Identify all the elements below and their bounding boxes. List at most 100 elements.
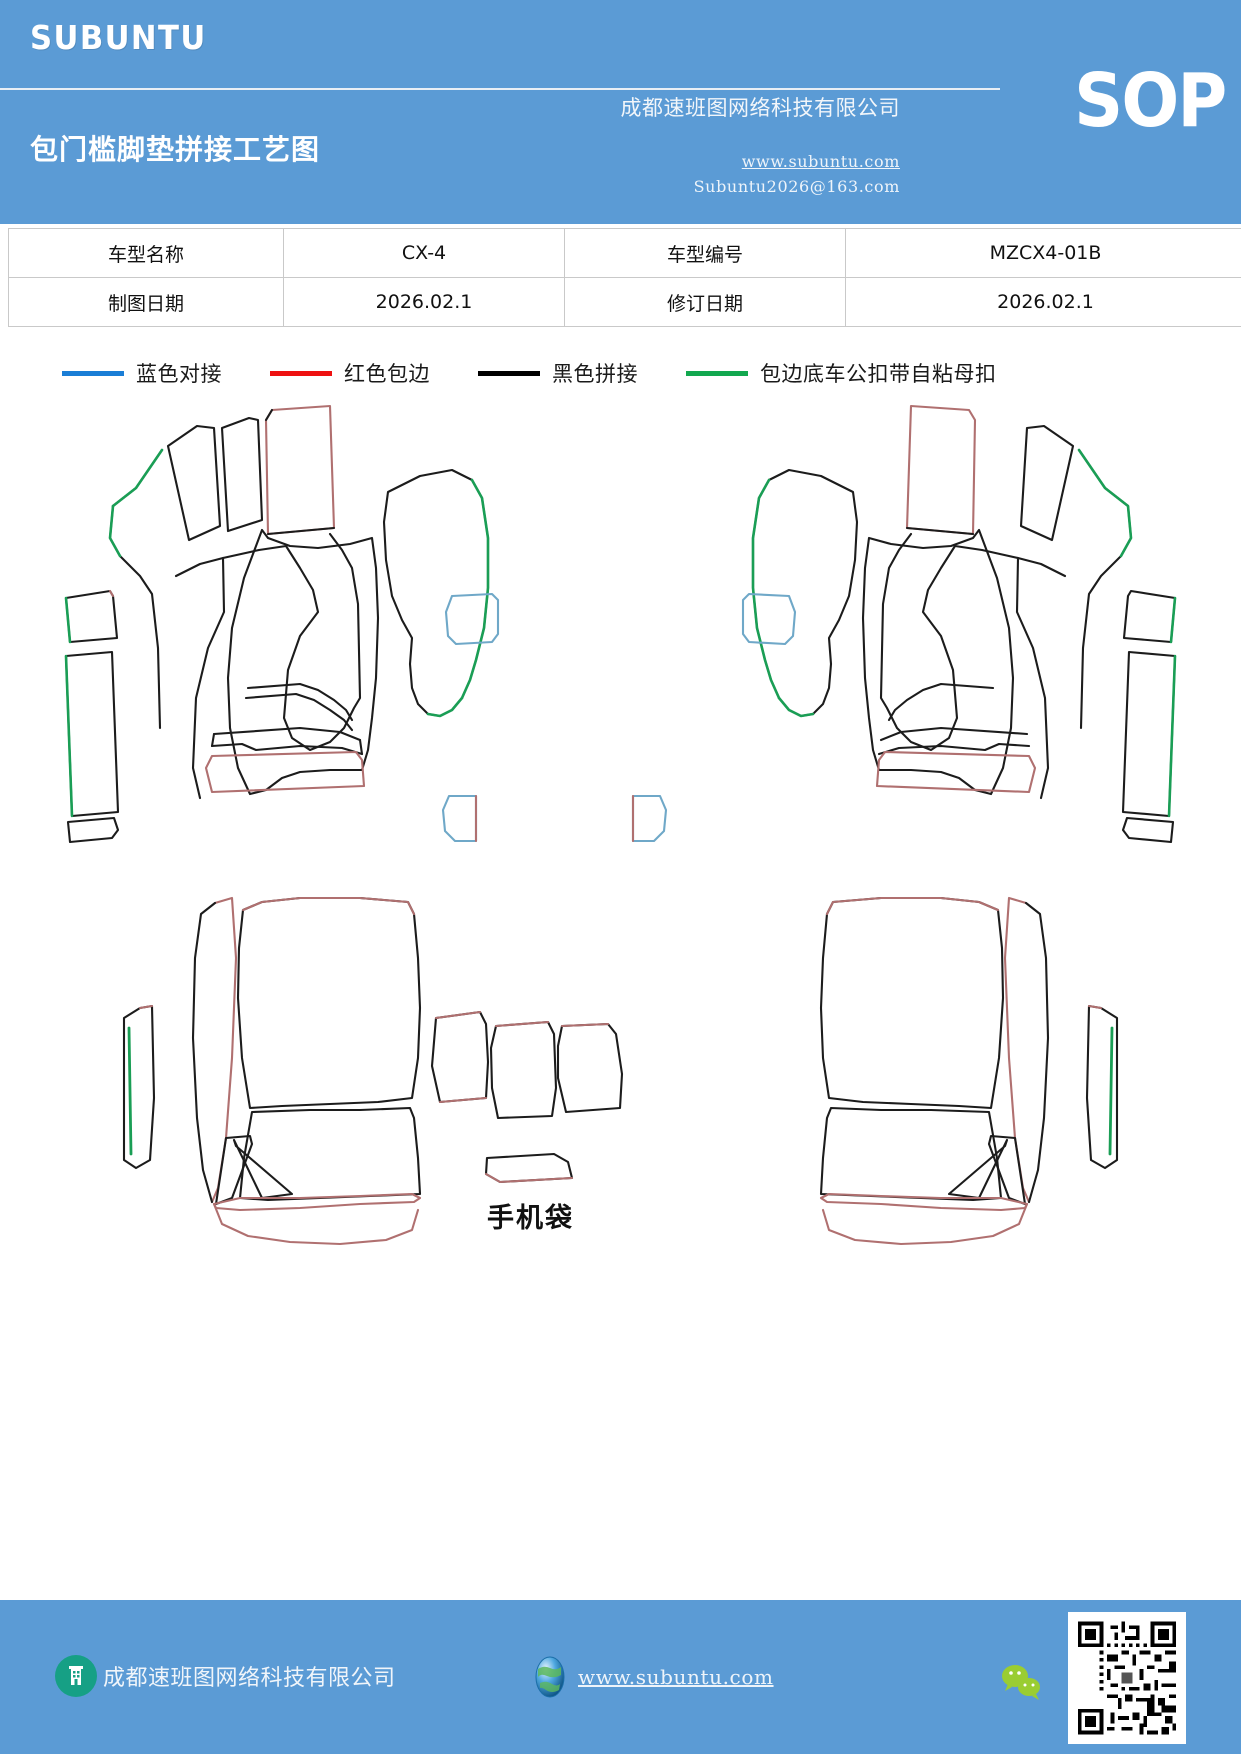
hook-tape-passenger-b [777, 696, 815, 718]
panel-right-flank-outer [1077, 448, 1133, 730]
panel-strip-a [166, 424, 222, 542]
hook-tape-driver-right-b [426, 696, 464, 718]
globe-icon [530, 1655, 570, 1699]
panel-mid-left-upper [221, 532, 362, 752]
rear-center-small-pad-binding [484, 1172, 574, 1184]
hook-tape-small-right [1169, 596, 1177, 644]
pocket-blue-left [444, 592, 500, 646]
rear-center-left-block [430, 1010, 490, 1104]
rear-right-main-mat [819, 896, 1005, 1110]
hook-tape-sill-right [1167, 654, 1177, 818]
cell-revise-date-value: 2026.02.1 [845, 277, 1241, 327]
panel-driver-right-mat [382, 468, 490, 718]
rear-left-wedge [232, 1138, 294, 1200]
legend-swatch-red-icon [270, 370, 332, 376]
legend-item-green: 包边底车公扣带自粘母扣 [686, 358, 997, 388]
cell-draw-date-label: 制图日期 [8, 277, 284, 327]
rear-hook-tape-right [1108, 1026, 1114, 1156]
cell-model-name-value: CX-4 [283, 228, 565, 278]
panel-sill-strip-left [64, 650, 120, 818]
footer-website-link[interactable]: www.subuntu.com [578, 1665, 774, 1689]
pocket-blue-right [741, 592, 797, 646]
rear-right-flank-black [1024, 901, 1050, 1204]
vehicle-info-table: 车型名称 CX-4 车型编号 MZCX4-01B 制图日期 2026.02.1 … [8, 228, 1241, 327]
building-icon [55, 1655, 97, 1697]
header-email[interactable]: Subuntu2026@163.com [693, 177, 900, 196]
hook-tape-small-left [64, 596, 72, 644]
header-website-link[interactable]: www.subuntu.com [741, 152, 900, 171]
rear-right-bottom-curve [821, 1202, 1029, 1246]
legend-item-red: 红色包边 [270, 358, 430, 388]
legend-item-blue: 蓝色对接 [62, 358, 222, 388]
panel-sill-cap-right [1121, 816, 1175, 844]
rear-right-bottom-band [819, 1192, 1029, 1212]
panel-lower-left-bar [212, 726, 362, 742]
panel-edge-seam [264, 408, 274, 422]
hook-tape-passenger [751, 478, 781, 700]
page-header: SUBUNTU 成都速班图网络科技有限公司 包门槛脚垫拼接工艺图 www.sub… [0, 0, 1241, 224]
phone-pocket-label: 手机袋 [487, 1203, 574, 1234]
brand-logo: SUBUNTU [30, 18, 207, 57]
panel-lower-left-detail [246, 682, 354, 722]
rear-right-mat-top-binding [825, 896, 1000, 916]
legend-swatch-black-icon [478, 370, 540, 376]
legend-item-black: 黑色拼接 [478, 358, 638, 388]
pattern-diagram: 手机袋 [0, 398, 1241, 1458]
panel-small-left [64, 589, 119, 644]
legend-label-blue: 蓝色对接 [136, 362, 222, 386]
panel-top-right-red [905, 404, 977, 536]
bar-left-cap [210, 732, 216, 748]
rear-right-lower-panel [819, 1106, 1003, 1202]
legend-label-black: 黑色拼接 [552, 362, 638, 386]
panel-inner-right-edge [1015, 556, 1067, 800]
panel-lower-right-detail [887, 682, 995, 722]
legend-label-green: 包边底车公扣带自粘母扣 [760, 362, 997, 386]
rear-center-left-binding2 [438, 1096, 488, 1104]
hook-tape-sill-left [64, 654, 74, 818]
panel-passenger-right-mat [751, 468, 859, 718]
rear-left-flank-black [191, 901, 217, 1204]
panel-lower-left-bar2 [210, 742, 364, 756]
panel-strip-a-right [1019, 424, 1075, 542]
phone-pocket-shape-left [441, 794, 478, 843]
legend-swatch-blue-icon [62, 370, 124, 376]
header-divider [0, 88, 1000, 90]
rear-left-main-mat [236, 896, 422, 1110]
panel-lower-left-detail2 [244, 692, 354, 732]
table-row: 制图日期 2026.02.1 修订日期 2026.02.1 [8, 277, 1241, 327]
panel-small-right [1122, 589, 1177, 644]
panel-sill-strip-right [1121, 650, 1177, 818]
panel-strip-b [220, 416, 264, 533]
panel-bottom-seam [266, 526, 336, 536]
cell-revise-date-label: 修订日期 [564, 277, 846, 327]
rear-left-mat-top-binding [241, 896, 416, 916]
panel-inner-left-edge [174, 556, 226, 800]
cell-model-code-label: 车型编号 [564, 228, 846, 278]
rear-left-heel [214, 1134, 254, 1206]
hook-tape-right-top [1077, 448, 1133, 558]
panel-left-flank-outer [108, 448, 164, 730]
panel-lower-right-bar [879, 726, 1029, 742]
table-row: 车型名称 CX-4 车型编号 MZCX4-01B [8, 228, 1241, 278]
binding-small-left [108, 589, 115, 598]
rear-center-right-top [560, 1022, 610, 1028]
rear-left-lower-panel [238, 1106, 422, 1202]
rear-right-heel [987, 1134, 1027, 1206]
footer-company-name: 成都速班图网络科技有限公司 [103, 1666, 396, 1691]
panel-top-left-red [264, 404, 336, 536]
legend-swatch-green-icon [686, 370, 748, 376]
page-footer: 成都速班图网络科技有限公司 [0, 1600, 1241, 1754]
rear-left-bottom-band [212, 1192, 422, 1212]
legend-label-red: 红色包边 [344, 362, 430, 386]
rear-hook-tape-left [127, 1026, 133, 1156]
rear-right-wedge [947, 1138, 1009, 1200]
header-company-name: 成都速班图网络科技有限公司 [620, 96, 900, 120]
footer-website-block[interactable]: www.subuntu.com [530, 1655, 774, 1699]
panel-lower-left-plate [204, 750, 366, 794]
panel-lower-right-bar2 [877, 742, 1031, 756]
phone-pocket-shape-right [631, 794, 668, 843]
pattern-diagram-svg [64, 404, 1177, 1246]
sop-badge: SOP [1073, 58, 1227, 144]
footer-company-block: 成都速班图网络科技有限公司 [55, 1655, 396, 1697]
panel-bottom-seam-right [905, 526, 975, 536]
